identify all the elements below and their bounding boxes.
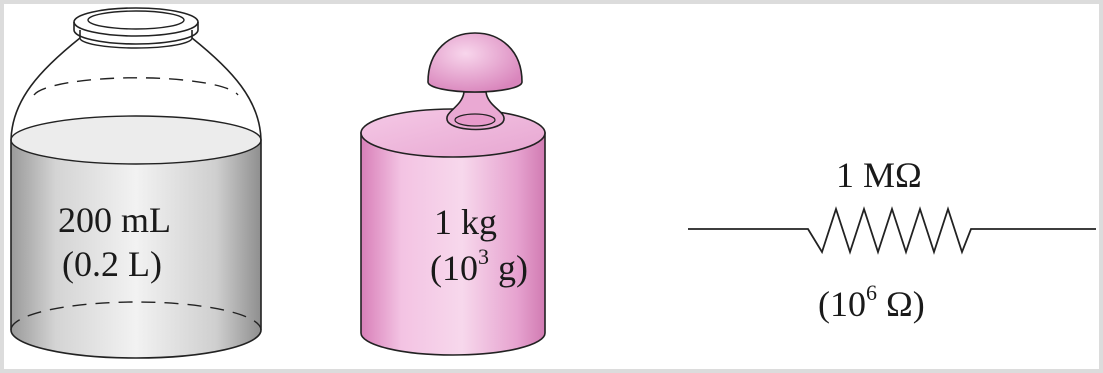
weight-mass-g-exponent: 3 [478,244,489,269]
bottle-volume-ml-label: 200 mL [58,200,171,240]
bottle-liquid-surface [10,115,262,165]
weight-knob [427,32,523,93]
resistor [688,206,1096,255]
resistor-ohms-base: (10 [818,284,866,324]
bottle-volume-l-label: (0.2 L) [62,244,162,284]
bottle [10,7,262,359]
bottle-liquid [11,140,261,358]
resistor-value-label: 1 MΩ [836,155,922,195]
weight-mass-g-label: (103 g) [430,246,528,288]
resistor-ohms-unit: Ω) [877,284,925,324]
resistor-ohms-exponent: 6 [866,280,877,305]
weight-mass-g-unit: g) [489,248,528,288]
weight [360,32,546,356]
weight-mass-kg-label: 1 kg [434,202,497,242]
resistor-ohms-label: (106 Ω) [818,282,925,324]
bottle-outline [10,37,262,330]
weight-body [360,132,546,356]
weight-mass-g-base: (10 [430,248,478,288]
resistor-symbol [688,206,1096,255]
